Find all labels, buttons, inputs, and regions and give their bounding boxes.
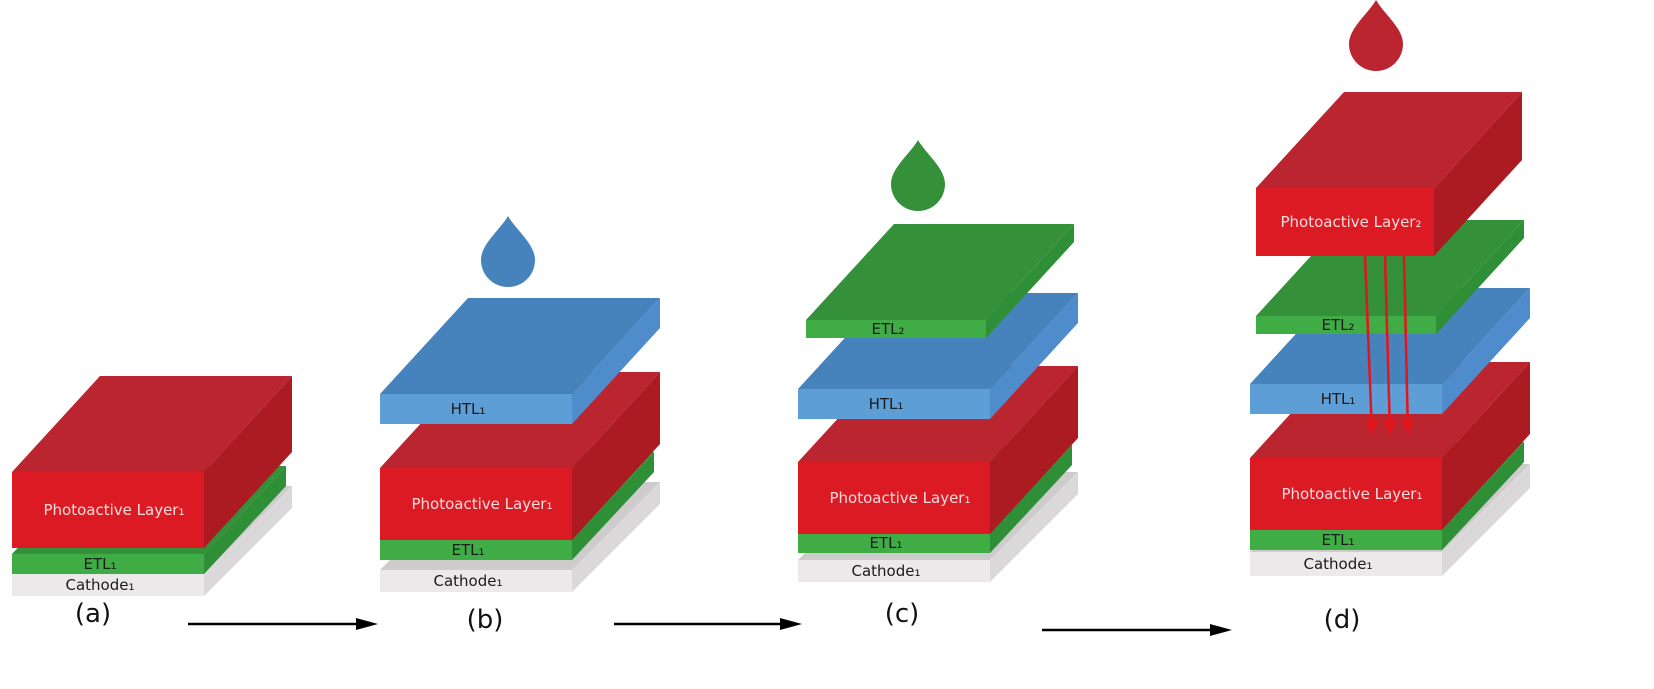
layer-front-face xyxy=(380,394,572,424)
step-label-b: (b) xyxy=(467,605,504,635)
layer-front-face xyxy=(12,472,204,548)
layer-front-face xyxy=(1250,530,1442,550)
layer-top-face xyxy=(12,376,292,472)
step-a: Cathode₁ ETL₁ Photoactive Layer₁ (a) xyxy=(12,376,292,629)
layer-side-face xyxy=(990,472,1078,582)
layer-etl2: ETL₂ xyxy=(806,224,1074,338)
layer-label: Photoactive Layer₁ xyxy=(1282,485,1423,503)
process-arrow-b-to-c xyxy=(614,618,802,630)
layer-label: HTL₁ xyxy=(869,395,904,413)
layer-front-face xyxy=(380,468,572,540)
layer-side-face xyxy=(572,482,660,592)
layer-side-face xyxy=(572,452,654,560)
layer-side-face xyxy=(1442,464,1530,576)
layer-photoactive-layer1: Photoactive Layer₁ xyxy=(12,376,292,548)
layer-label: Cathode₁ xyxy=(852,562,921,580)
layer-label: ETL₂ xyxy=(871,320,904,338)
layer-htl1: HTL₁ xyxy=(380,298,660,424)
layer-front-face xyxy=(12,554,204,574)
layer-label: ETL₁ xyxy=(869,534,902,552)
layer-front-face xyxy=(1250,552,1442,576)
arrow-right-icon xyxy=(356,618,378,630)
layer-front-face xyxy=(806,320,986,338)
layer-side-face xyxy=(1442,362,1530,530)
layer-side-face xyxy=(204,486,292,596)
layer-photoactive-layer2: Photoactive Layer₂ xyxy=(1256,92,1522,256)
layer-side-face xyxy=(572,372,660,540)
layer-label: Cathode₁ xyxy=(434,572,503,590)
droplet-icon xyxy=(481,216,535,287)
process-arrow-c-to-d xyxy=(1042,624,1232,636)
step-b: Cathode₁ ETL₁ Photoactive Layer₁ HTL₁ (b) xyxy=(380,216,660,635)
layer-side-face xyxy=(1436,220,1524,334)
step-label-a: (a) xyxy=(75,599,111,629)
layer-label: ETL₂ xyxy=(1321,316,1354,334)
layer-front-face xyxy=(12,574,204,596)
layer-label: Photoactive Layer₁ xyxy=(44,501,185,519)
step-label-d: (d) xyxy=(1324,605,1361,635)
step-d: Cathode₁ ETL₁ Photoactive Layer₁ HTL₁ ETL₂ Ph… xyxy=(1250,0,1530,635)
layer-side-face xyxy=(572,298,660,424)
layer-front-face xyxy=(1256,188,1434,256)
layer-side-face xyxy=(204,466,286,574)
layer-front-face xyxy=(1256,316,1436,334)
layer-top-face xyxy=(806,224,1074,320)
transfer-arrowhead-icon xyxy=(1384,420,1396,436)
layer-label: HTL₁ xyxy=(451,400,486,418)
layer-label: ETL₁ xyxy=(83,555,116,573)
arrow-right-icon xyxy=(780,618,802,630)
layer-label: Photoactive Layer₁ xyxy=(830,489,971,507)
layer-side-face xyxy=(1442,442,1524,550)
layer-front-face xyxy=(380,540,572,560)
arrow-right-icon xyxy=(1210,624,1232,636)
layer-side-face xyxy=(990,293,1078,419)
layer-side-face xyxy=(990,366,1078,534)
layer-htl1: HTL₁ xyxy=(1250,288,1530,414)
layer-front-face xyxy=(798,560,990,582)
layer-side-face xyxy=(990,445,1072,553)
layer-front-face xyxy=(380,570,572,592)
transfer-arrow xyxy=(1363,255,1374,435)
layer-label: HTL₁ xyxy=(1321,390,1356,408)
layer-side-face xyxy=(986,224,1074,338)
process-arrow-a-to-b xyxy=(188,618,378,630)
layer-side-face xyxy=(1434,92,1522,256)
layer-front-face xyxy=(1250,458,1442,530)
transfer-arrows xyxy=(1363,255,1414,436)
transfer-arrow xyxy=(1383,255,1392,435)
layer-top-face xyxy=(1256,92,1522,188)
layer-front-face xyxy=(798,389,990,419)
layer-label: Photoactive Layer₁ xyxy=(412,495,553,513)
layer-label: Cathode₁ xyxy=(66,576,135,594)
droplet-icon xyxy=(1349,0,1403,71)
transfer-arrow xyxy=(1402,255,1410,435)
step-label-c: (c) xyxy=(885,599,920,629)
droplet-icon xyxy=(891,140,945,211)
layer-label: Cathode₁ xyxy=(1304,555,1373,573)
layer-front-face xyxy=(798,533,990,553)
layer-label: ETL₁ xyxy=(451,541,484,559)
layer-front-face xyxy=(1250,384,1442,414)
layer-side-face xyxy=(1442,288,1530,414)
layer-front-face xyxy=(798,462,990,534)
transfer-arrowhead-icon xyxy=(1402,420,1414,436)
transfer-arrowhead-icon xyxy=(1366,420,1378,436)
layer-label: ETL₁ xyxy=(1321,531,1354,549)
layer-side-face xyxy=(204,376,292,548)
layer-top-face xyxy=(380,298,660,394)
layer-label: Photoactive Layer₂ xyxy=(1281,213,1422,231)
step-c: Cathode₁ ETL₁ Photoactive Layer₁ HTL₁ ETL₂ (c… xyxy=(798,140,1078,629)
